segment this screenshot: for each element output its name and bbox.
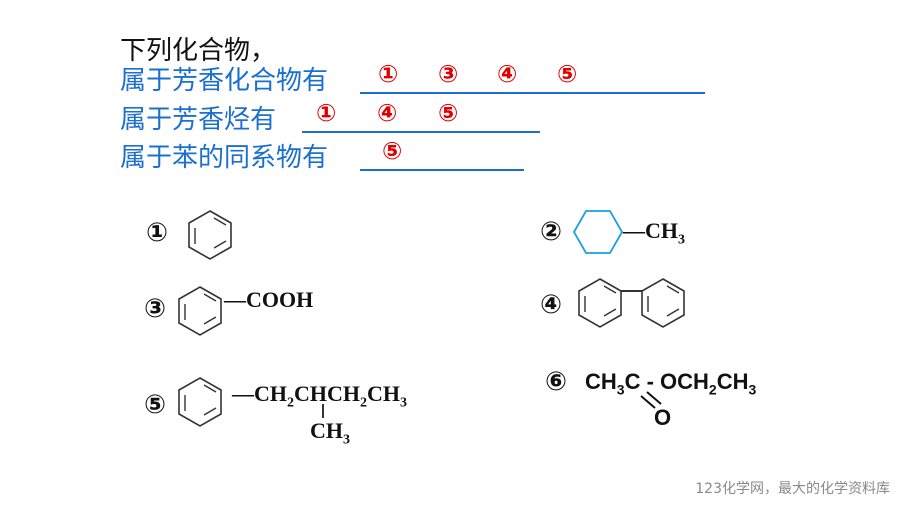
formula-methyl: —CH3 [623,218,685,248]
question-line-aromatic-hydrocarbons: 属于芳香烃有 ① ④ ⑤ [120,99,620,135]
benzene-ring-icon [178,286,222,336]
formula-carboxyl: —COOH [224,287,314,312]
answer-mark: ⑤ [438,99,459,127]
compound-number: ⑥ [545,367,568,397]
question-label: 属于芳香烃有 [120,105,277,135]
formula-carbonyl-oxygen: O [654,405,672,430]
answer-mark: ⑤ [382,137,403,165]
formula-ester: CH3C - OCH2CH3 [585,369,757,398]
compound-number: ⑤ [144,390,167,420]
compound-number: ③ [144,294,167,324]
answer-mark: ① [378,60,399,88]
answer-mark: ① [316,99,337,127]
question-label: 属于芳香化合物有 [120,66,329,96]
benzene-ring-icon [188,210,232,260]
answer-underline [360,92,705,94]
question-line-benzene-homologs: 属于苯的同系物有 ⑤ [120,137,620,173]
answer-underline [302,131,540,133]
answer-mark: ④ [497,60,518,88]
benzene-ring-icon [178,377,324,427]
question-line-aromatic-compounds: 属于芳香化合物有 ① ③ ④ ⑤ [120,60,720,96]
double-bond-icon [640,391,662,409]
compound-number: ① [146,218,169,248]
question-label: 属于苯的同系物有 [120,143,329,173]
answer-underline [360,169,524,171]
answer-mark: ⑤ [557,60,578,88]
compound-number: ④ [540,290,563,320]
formula-side-chain: —CH2CHCH2CH3 [232,381,407,411]
formula-branch-methyl: CH3 [310,418,350,448]
footer-watermark: 123化学网，最大的化学资料库 [695,481,890,497]
question-title: 下列化合物， [120,36,277,66]
compound-number: ② [540,217,563,247]
answer-mark: ④ [377,99,398,127]
answer-mark: ③ [438,60,459,88]
biphenyl-icon [578,278,685,328]
cyclohexane-ring-icon [572,210,624,254]
